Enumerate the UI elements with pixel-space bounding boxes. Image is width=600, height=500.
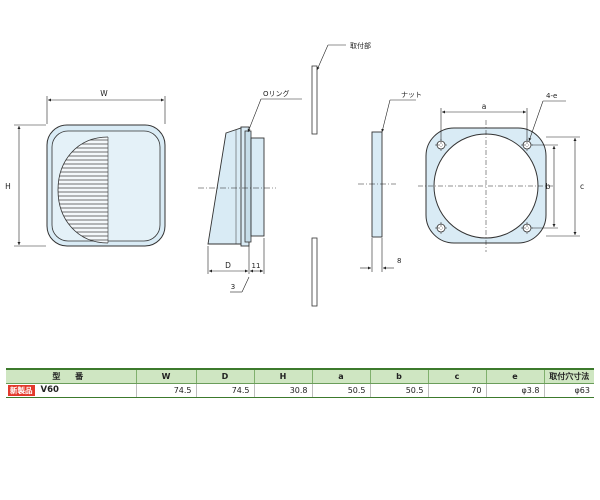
label-11: 11	[252, 262, 261, 270]
label-hole: 4-e	[546, 92, 557, 100]
cell-mount-hole: φ63	[543, 383, 594, 398]
label-c: c	[580, 182, 584, 191]
header-model: 型 番	[6, 368, 136, 384]
header-b: b	[369, 368, 428, 384]
header-e: e	[485, 368, 544, 384]
cell-a: 50.5	[311, 383, 370, 398]
cell-d: 74.5	[195, 383, 254, 398]
header-c: c	[427, 368, 486, 384]
label-mount-part: 取付部	[350, 41, 371, 50]
header-mount-hole: 取付穴寸法	[543, 368, 594, 384]
spec-table-wrap: 型 番 W D H a b c e 取付穴寸法 新製品 V60 74.5 74.5…	[6, 368, 594, 398]
label-d: D	[225, 261, 231, 270]
new-product-badge: 新製品	[8, 385, 35, 396]
header-w: W	[135, 368, 196, 384]
header-h: H	[253, 368, 312, 384]
cell-model: 新製品 V60	[6, 383, 136, 398]
label-a: a	[482, 102, 487, 111]
label-oring: Oリング	[263, 89, 290, 98]
nut-side	[371, 131, 383, 238]
table-header-row: 型 番 W D H a b c e 取付穴寸法	[6, 368, 594, 384]
cell-e: φ3.8	[485, 383, 544, 398]
nut-side-view: ナット 8	[358, 91, 422, 272]
nut-front-view: a b c 4-e	[418, 92, 584, 252]
label-h: H	[5, 182, 11, 191]
label-b: b	[546, 182, 551, 191]
cell-c: 70	[427, 383, 486, 398]
cell-b: 50.5	[369, 383, 428, 398]
label-8: 8	[397, 257, 401, 265]
side-view: D 11 3 Oリング	[198, 89, 302, 293]
model-name: V60	[40, 385, 59, 395]
label-3: 3	[231, 283, 235, 291]
header-d: D	[195, 368, 254, 384]
side-body	[207, 127, 245, 245]
mounting-wall: 取付部	[311, 41, 371, 307]
front-view: W H	[5, 89, 166, 247]
oring-seal	[244, 130, 252, 243]
cell-w: 74.5	[135, 383, 196, 398]
header-a: a	[311, 368, 370, 384]
label-w: W	[100, 89, 108, 98]
cell-h: 30.8	[253, 383, 312, 398]
label-nut: ナット	[401, 91, 422, 99]
technical-drawing: W H D 11 3 Oリング 取付部	[5, 41, 584, 307]
spec-table: 型 番 W D H a b c e 取付穴寸法 新製品 V60 74.5 74.5…	[6, 368, 594, 398]
